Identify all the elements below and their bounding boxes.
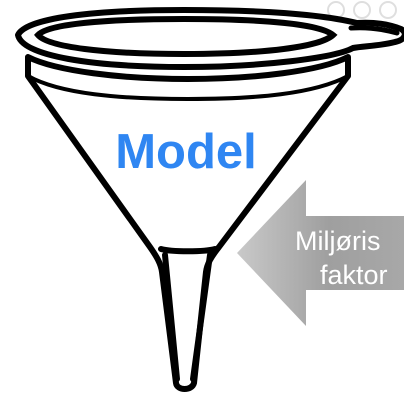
arrow-label-line-2: faktor — [320, 260, 388, 290]
funnel-label: Model — [115, 125, 257, 179]
arrow-label-line-1: Miljøris — [295, 226, 380, 256]
funnel-icon — [18, 10, 404, 389]
top-right-artifact — [328, 2, 396, 18]
